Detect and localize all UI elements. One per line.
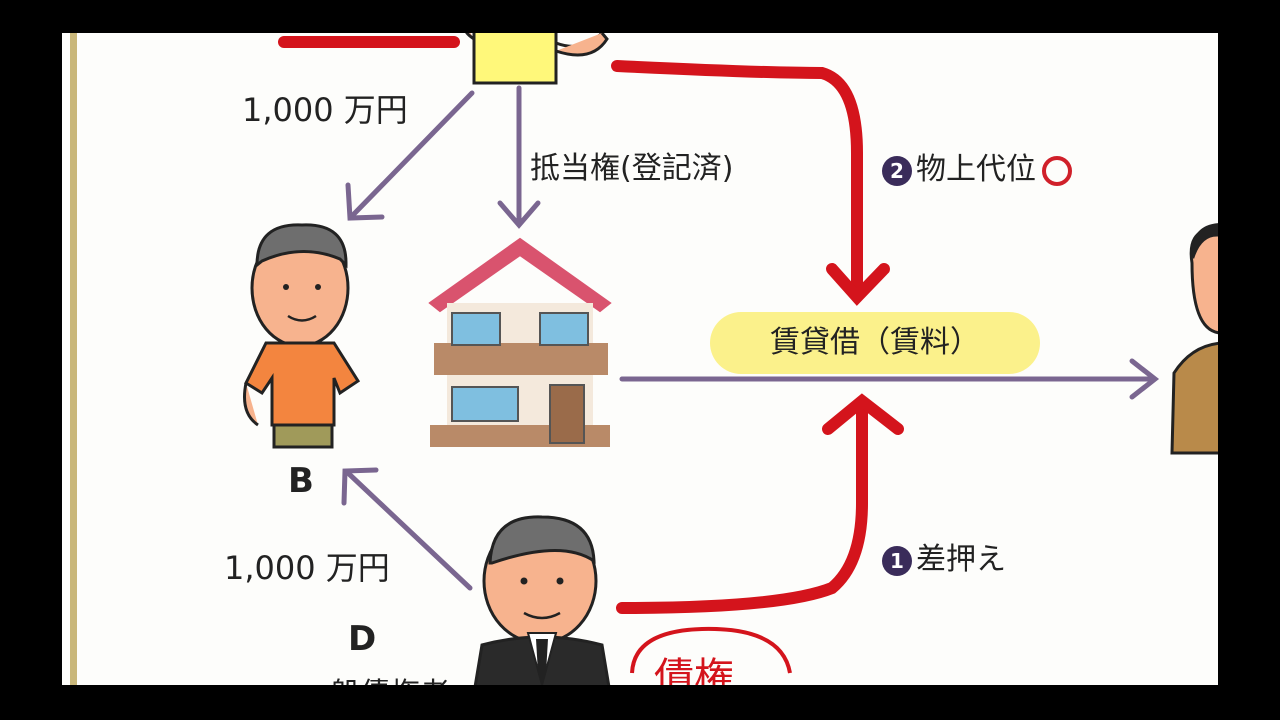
- label-d: D: [348, 619, 377, 659]
- lease-arrow: [619, 358, 1160, 400]
- diagram-drawing: [243, 33, 1218, 685]
- number-one-badge: 1: [882, 545, 912, 576]
- handwritten-note: 債権: [654, 655, 734, 685]
- house-icon: [428, 237, 612, 447]
- arrow-to-b-bottom: [341, 467, 473, 591]
- arrow-to-house: [497, 85, 541, 229]
- label-b: B: [288, 461, 314, 501]
- businessman-icon: [473, 515, 611, 685]
- subrogation-arrow: [611, 60, 890, 306]
- d-subtitle: 一般債権者: [300, 669, 450, 685]
- number-two-badge: 2: [882, 155, 912, 186]
- amount-label-bottom: 1,000 万円: [224, 549, 390, 587]
- handwritten-note-circle: [630, 626, 792, 674]
- person-orange-shirt-icon: [243, 223, 361, 449]
- seizure-text: 差押え: [916, 542, 1006, 577]
- seizure-arrow: [616, 393, 904, 614]
- subrogation-text: 物上代位: [916, 152, 1036, 187]
- person-yellow-shirt-icon: [465, 33, 609, 85]
- mortgage-label: 抵当権(登記済): [530, 151, 734, 186]
- amount-label-top: 1,000 万円: [242, 91, 408, 129]
- person-right-icon: [1170, 223, 1218, 455]
- valid-circle-icon: [1042, 155, 1072, 186]
- arrow-to-b-top: [345, 90, 475, 221]
- left-margin-rule: [70, 33, 77, 685]
- lease-rent-pill: 賃貸借（賃料）: [710, 312, 1040, 374]
